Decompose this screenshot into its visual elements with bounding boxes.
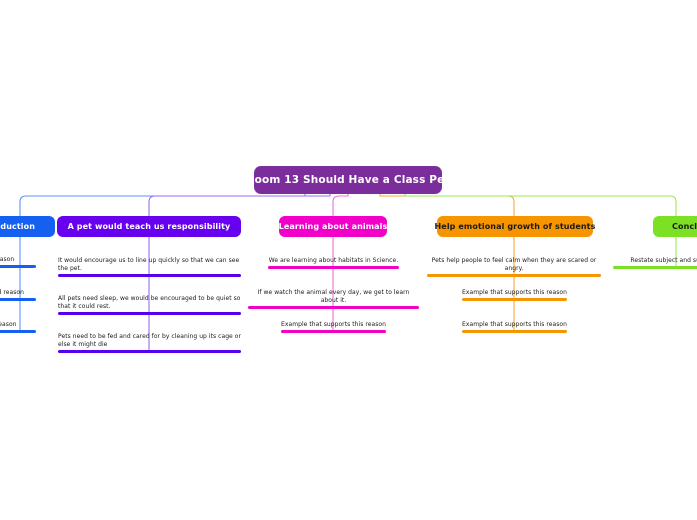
leaf-text: Example that supports this reason bbox=[281, 321, 386, 328]
leaf-underline bbox=[0, 330, 36, 334]
branch-label-emotional: Help emotional growth of students bbox=[434, 222, 596, 231]
branch-label-responsibility: A pet would teach us responsibility bbox=[67, 222, 231, 231]
wire-conclusion bbox=[404, 194, 677, 216]
wire-learning bbox=[332, 194, 349, 216]
leaf-underline bbox=[58, 273, 241, 277]
branch-label-learning: Learning about animals bbox=[278, 222, 388, 231]
leaf-underline bbox=[281, 330, 386, 334]
wire-emotional bbox=[379, 194, 515, 216]
branch-node-introduction[interactable]: Introduction bbox=[0, 216, 55, 237]
branch-node-emotional[interactable]: Help emotional growth of students bbox=[434, 216, 596, 237]
leaf-item[interactable]: We are learning about habitats in Scienc… bbox=[268, 257, 399, 270]
branch-node-conclusion[interactable]: Conclusion bbox=[653, 216, 697, 237]
leaf-text: It would encourage us to line up quickly… bbox=[58, 257, 240, 272]
leaf-text: Give first reason bbox=[0, 256, 15, 263]
leaf-underline bbox=[58, 349, 241, 353]
leaf-item[interactable]: Give first reason bbox=[0, 256, 36, 269]
leaf-text: We are learning about habitats in Scienc… bbox=[268, 257, 399, 264]
branch-node-learning[interactable]: Learning about animals bbox=[279, 216, 387, 237]
root-node[interactable]: Room 13 Should Have a Class Pet bbox=[246, 166, 449, 194]
leaf-underline bbox=[427, 273, 601, 277]
branch-label-introduction: Introduction bbox=[0, 222, 36, 231]
leaf-item[interactable]: Give second reason bbox=[0, 289, 36, 302]
leaf-text: Example that supports this reason bbox=[462, 321, 567, 328]
leaf-underline bbox=[58, 311, 241, 315]
leaf-text: Pets need to be fed and cared for by cle… bbox=[58, 333, 241, 348]
leaf-text: Restate subject and summarise bbox=[630, 257, 697, 264]
wire-introduction bbox=[19, 194, 306, 216]
leaf-item[interactable]: If we watch the animal every day, we get… bbox=[248, 289, 419, 309]
leaf-text: Give second reason bbox=[0, 289, 24, 296]
leaf-item[interactable]: Example that supports this reason bbox=[281, 321, 386, 334]
leaf-text: If we watch the animal every day, we get… bbox=[257, 289, 410, 304]
leaf-item[interactable]: Example that supports this reason bbox=[462, 321, 567, 334]
leaf-item[interactable]: Pets help people to feel calm when they … bbox=[427, 257, 601, 277]
leaf-underline bbox=[248, 305, 419, 309]
leaf-item[interactable]: Give third reason bbox=[0, 321, 36, 334]
branch-label-conclusion: Conclusion bbox=[672, 222, 697, 231]
leaf-text: Give third reason bbox=[0, 321, 17, 328]
root-node-label: Room 13 Should Have a Class Pet bbox=[246, 174, 450, 186]
leaf-item[interactable]: Pets need to be fed and cared for by cle… bbox=[58, 333, 241, 353]
leaf-text: Example that supports this reason bbox=[462, 289, 567, 296]
leaf-underline bbox=[613, 266, 697, 270]
leaf-underline bbox=[462, 330, 567, 334]
leaf-text: All pets need sleep, we would be encoura… bbox=[58, 295, 241, 310]
leaf-underline bbox=[0, 298, 36, 302]
leaf-underline bbox=[0, 265, 36, 269]
leaf-item[interactable]: Example that supports this reason bbox=[462, 289, 567, 302]
wire-responsibility bbox=[148, 194, 331, 216]
leaf-item[interactable]: It would encourage us to line up quickly… bbox=[58, 257, 241, 277]
branch-node-responsibility[interactable]: A pet would teach us responsibility bbox=[57, 216, 241, 237]
leaf-underline bbox=[268, 266, 399, 270]
leaf-item[interactable]: All pets need sleep, we would be encoura… bbox=[58, 295, 241, 315]
leaf-item[interactable]: Restate subject and summarise bbox=[613, 257, 697, 270]
leaf-underline bbox=[462, 298, 567, 302]
leaf-text: Pets help people to feel calm when they … bbox=[431, 257, 597, 272]
